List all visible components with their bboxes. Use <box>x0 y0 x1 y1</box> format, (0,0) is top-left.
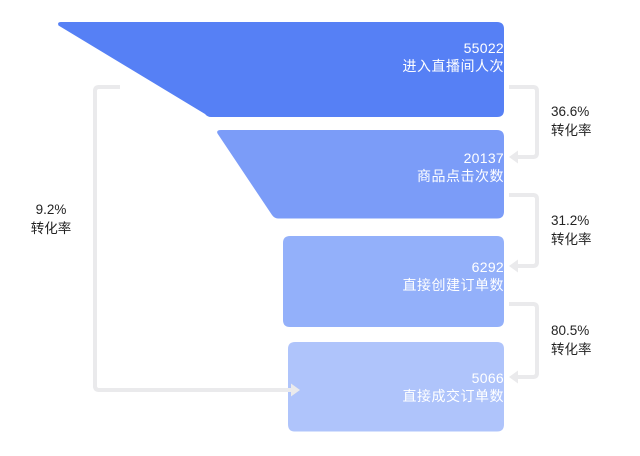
connector-bracket-overall <box>93 85 300 397</box>
overall-conversion-percent: 9.2% <box>35 202 67 217</box>
funnel-stage-4-shape[interactable] <box>288 342 504 432</box>
funnel-stage-1-shape[interactable] <box>58 22 504 117</box>
connector-arrow-2 <box>509 259 518 273</box>
overall-conversion-caption: 转化率 <box>30 220 72 236</box>
conversion-rate-1: 36.6% 转化率 <box>551 103 592 140</box>
conversion-rate-3-percent: 80.5% <box>551 323 590 338</box>
conversion-rate-1-percent: 36.6% <box>551 104 590 119</box>
overall-conversion-rate: 9.2% 转化率 <box>18 201 84 238</box>
conversion-rate-3-caption: 转化率 <box>551 341 592 357</box>
conversion-rate-1-caption: 转化率 <box>551 122 592 138</box>
conversion-rate-2: 31.2% 转化率 <box>551 212 592 249</box>
connector-arrow-3 <box>509 370 518 384</box>
conversion-rate-2-caption: 转化率 <box>551 231 592 247</box>
funnel-stage-3-shape[interactable] <box>283 236 504 327</box>
connector-bracket-3 <box>509 302 539 384</box>
connector-bracket-2 <box>509 193 539 273</box>
connector-arrow-overall <box>291 383 300 397</box>
conversion-rate-2-percent: 31.2% <box>551 213 590 228</box>
connector-arrow-1 <box>509 150 518 164</box>
funnel-stage-2-shape[interactable] <box>217 130 504 219</box>
connector-bracket-1 <box>509 85 539 164</box>
conversion-rate-3: 80.5% 转化率 <box>551 322 592 359</box>
